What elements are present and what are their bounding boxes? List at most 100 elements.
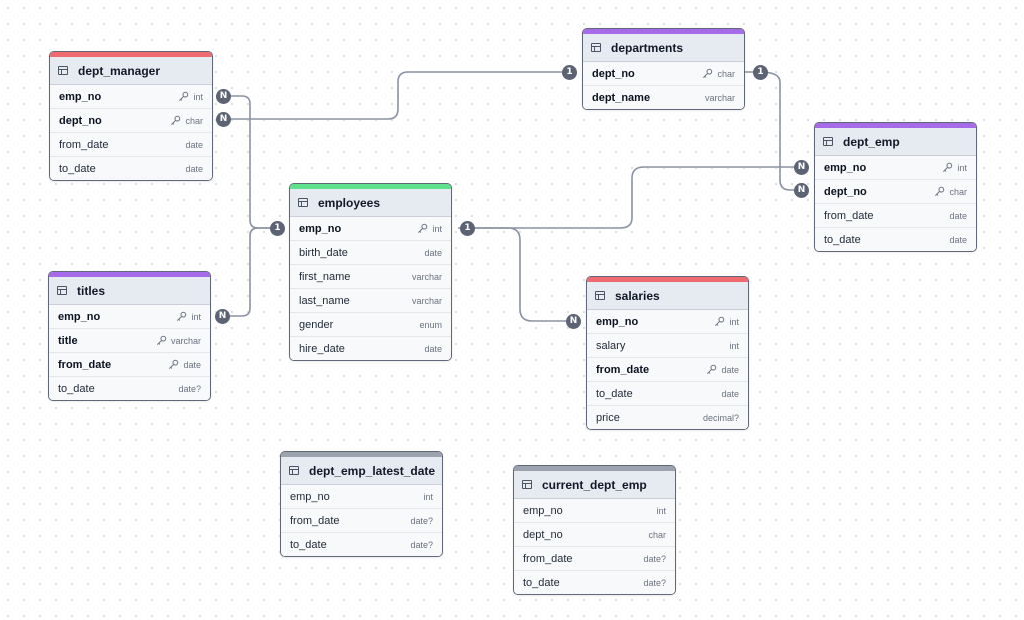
table-color-bar [583,29,744,34]
column-type: date [424,343,442,354]
edge-employees-salaries [468,227,573,322]
column-type: int [656,505,666,516]
table-employees[interactable]: employees emp_no int birth_date date fir… [289,183,452,361]
key-icon [418,223,428,233]
column-row[interactable]: title varchar [49,329,210,353]
table-title: dept_emp [843,134,900,149]
table-title: employees [318,195,381,210]
column-row[interactable]: dept_no char [514,523,675,547]
column-row[interactable]: last_name varchar [290,289,451,313]
column-name: from_date [824,209,874,222]
table-icon [58,66,68,75]
table-header[interactable]: salaries [587,282,748,310]
column-row[interactable]: price decimal? [587,406,748,429]
column-name: dept_no [59,114,102,127]
table-header[interactable]: dept_emp_latest_date [281,457,442,485]
column-row[interactable]: to_date date? [514,571,675,594]
key-icon [157,335,167,345]
table-header[interactable]: current_dept_emp [514,471,675,499]
table-color-bar [815,123,976,128]
column-row[interactable]: to_date date? [281,533,442,556]
table-header[interactable]: departments [583,34,744,62]
table-header[interactable]: employees [290,189,451,217]
column-row[interactable]: emp_no int [514,499,675,523]
table-icon [57,286,67,295]
column-name: first_name [299,270,351,283]
column-row[interactable]: dept_name varchar [583,86,744,109]
column-name: hire_date [299,342,345,355]
badge-many-dm-dept: N [216,112,231,127]
edge-dept-manager-emp-employees [230,95,278,229]
column-type: char [717,68,735,79]
column-row[interactable]: emp_no int [50,85,212,109]
column-row[interactable]: emp_no int [290,217,451,241]
column-type: int [191,311,201,322]
column-row[interactable]: emp_no int [49,305,210,329]
column-type: date? [643,553,666,564]
column-row[interactable]: gender enum [290,313,451,337]
view-dept-emp-latest-date[interactable]: dept_emp_latest_date emp_no int from_dat… [280,451,443,557]
table-titles[interactable]: titles emp_no int title varchar from_dat… [48,271,211,401]
key-icon [707,364,717,374]
column-type: char [185,115,203,126]
column-name: price [596,411,620,424]
table-departments[interactable]: departments dept_no char dept_name varch… [582,28,745,110]
table-header[interactable]: dept_emp [815,128,976,156]
column-name: from_date [596,363,650,376]
column-row[interactable]: emp_no int [587,310,748,334]
column-name: from_date [523,552,573,565]
view-current-dept-emp[interactable]: current_dept_emp emp_no int dept_no char… [513,465,676,595]
table-title: dept_manager [78,63,161,78]
column-type: decimal? [702,412,739,423]
column-row[interactable]: emp_no int [815,156,976,180]
badge-one-departments-left: 1 [562,65,577,80]
column-name: dept_no [523,528,563,541]
key-icon [171,115,181,125]
badge-one-employees: 1 [270,221,285,236]
column-row[interactable]: to_date date [815,228,976,251]
table-title: dept_emp_latest_date [309,463,436,478]
column-name: to_date [290,538,327,551]
column-row[interactable]: from_date date? [281,509,442,533]
table-color-bar [290,184,451,189]
table-header[interactable]: titles [49,277,210,305]
column-name: birth_date [299,246,348,259]
table-dept-manager[interactable]: dept_manager emp_no int dept_no char fro… [49,51,213,181]
column-row[interactable]: to_date date [587,382,748,406]
column-row[interactable]: from_date date [815,204,976,228]
column-row[interactable]: from_date date [587,358,748,382]
column-name: emp_no [58,310,101,323]
table-icon [591,43,601,52]
column-row[interactable]: emp_no int [281,485,442,509]
table-header[interactable]: dept_manager [50,57,212,85]
column-row[interactable]: dept_no char [583,62,744,86]
column-name: to_date [596,387,633,400]
column-row[interactable]: hire_date date [290,337,451,360]
column-row[interactable]: dept_no char [50,109,212,133]
column-type: varchar [411,295,442,306]
column-row[interactable]: from_date date [49,353,210,377]
column-type: date [949,234,967,245]
column-name: from_date [59,138,109,151]
column-type: date? [178,383,201,394]
column-row[interactable]: birth_date date [290,241,451,265]
table-color-bar [514,466,675,471]
column-name: emp_no [59,90,102,103]
column-type: int [423,491,433,502]
column-name: to_date [59,162,96,175]
column-row[interactable]: salary int [587,334,748,358]
badge-one-departments-right: 1 [753,65,768,80]
column-name: last_name [299,294,350,307]
column-row[interactable]: dept_no char [815,180,976,204]
table-salaries[interactable]: salaries emp_no int salary int from_date… [586,276,749,430]
column-type: date [185,139,203,150]
column-row[interactable]: to_date date [50,157,212,180]
badge-many-dm-emp: N [216,89,231,104]
column-row[interactable]: from_date date? [514,547,675,571]
column-name: title [58,334,78,347]
column-row[interactable]: from_date date [50,133,212,157]
table-color-bar [50,52,212,57]
column-row[interactable]: first_name varchar [290,265,451,289]
table-dept-emp[interactable]: dept_emp emp_no int dept_no char from_da… [814,122,977,252]
column-row[interactable]: to_date date? [49,377,210,400]
